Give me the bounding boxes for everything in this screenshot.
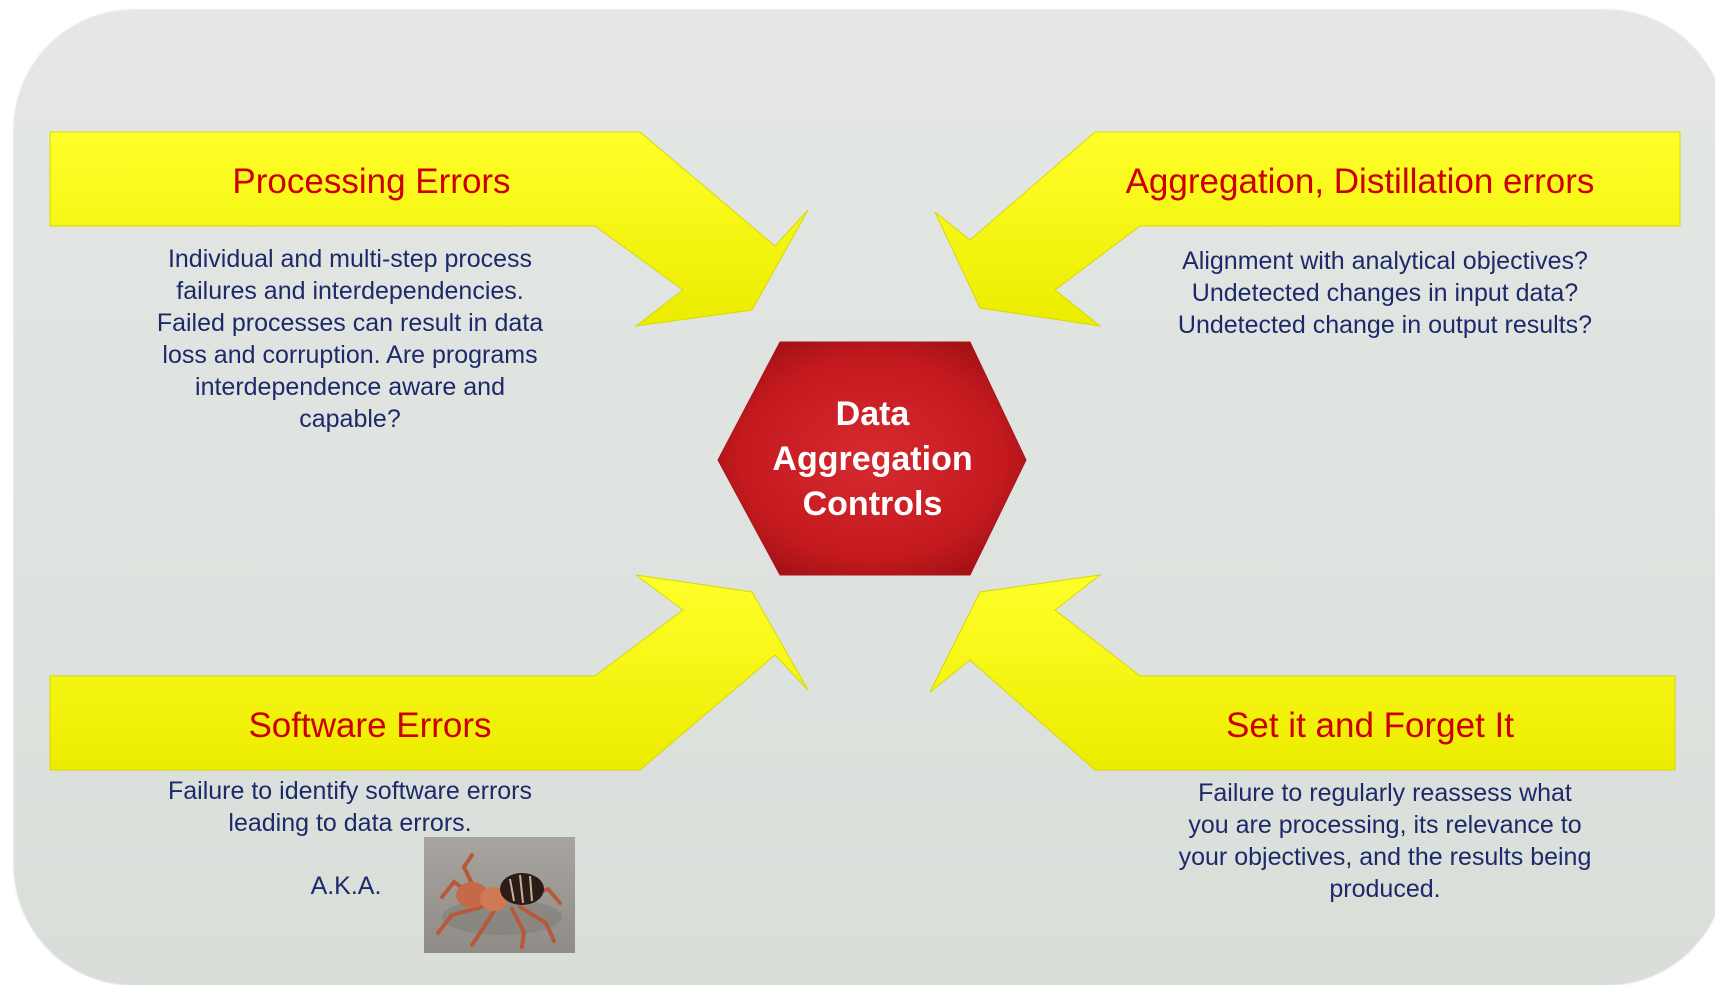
description-line: produced.	[1329, 875, 1441, 903]
description-line: leading to data errors.	[228, 809, 472, 837]
software-errors-title: Software Errors	[248, 706, 492, 745]
center-label-line: Controls	[802, 485, 943, 523]
description-line: Failed processes can result in data	[156, 309, 544, 337]
set-and-forget-title: Set it and Forget It	[1226, 706, 1514, 745]
center-label-line: Data	[835, 395, 910, 433]
description-line: Failure to identify software errors	[167, 777, 533, 805]
center-label-line: Aggregation	[772, 440, 973, 478]
description-line: Individual and multi-step process	[167, 245, 533, 273]
center-hexagon	[717, 341, 1027, 576]
description-line: failures and interdependencies.	[176, 277, 524, 305]
set-and-forget-description: Failure to regularly reassess what you a…	[1150, 777, 1620, 905]
center-label: Data Aggregation Controls	[740, 392, 1005, 527]
description-line: Alignment with analytical objectives?	[1182, 247, 1588, 275]
arrow-software-errors	[49, 574, 809, 771]
description-line: Undetected change in output results?	[1177, 311, 1593, 339]
aka-label: A.K.A.	[310, 872, 382, 900]
arrow-processing-errors	[49, 131, 809, 327]
insect-photo-icon	[424, 837, 575, 953]
description-line: interdependence aware and	[195, 373, 505, 401]
description-line: Undetected changes in input data?	[1191, 279, 1579, 307]
processing-errors-title: Processing Errors	[232, 162, 511, 201]
description-line: capable?	[299, 405, 401, 433]
arrow-set-and-forget	[929, 574, 1676, 771]
description-line: your objectives, and the results being	[1178, 843, 1592, 871]
description-line: you are processing, its relevance to	[1188, 811, 1582, 839]
description-line: Failure to regularly reassess what	[1198, 779, 1572, 807]
software-errors-description: Failure to identify software errors lead…	[135, 775, 565, 839]
description-line: loss and corruption. Are programs	[162, 341, 538, 369]
aggregation-errors-title: Aggregation, Distillation errors	[1125, 162, 1595, 201]
processing-errors-description: Individual and multi-step process failur…	[135, 243, 565, 435]
arrow-aggregation-errors	[934, 131, 1681, 327]
aggregation-errors-description: Alignment with analytical objectives? Un…	[1150, 245, 1620, 341]
